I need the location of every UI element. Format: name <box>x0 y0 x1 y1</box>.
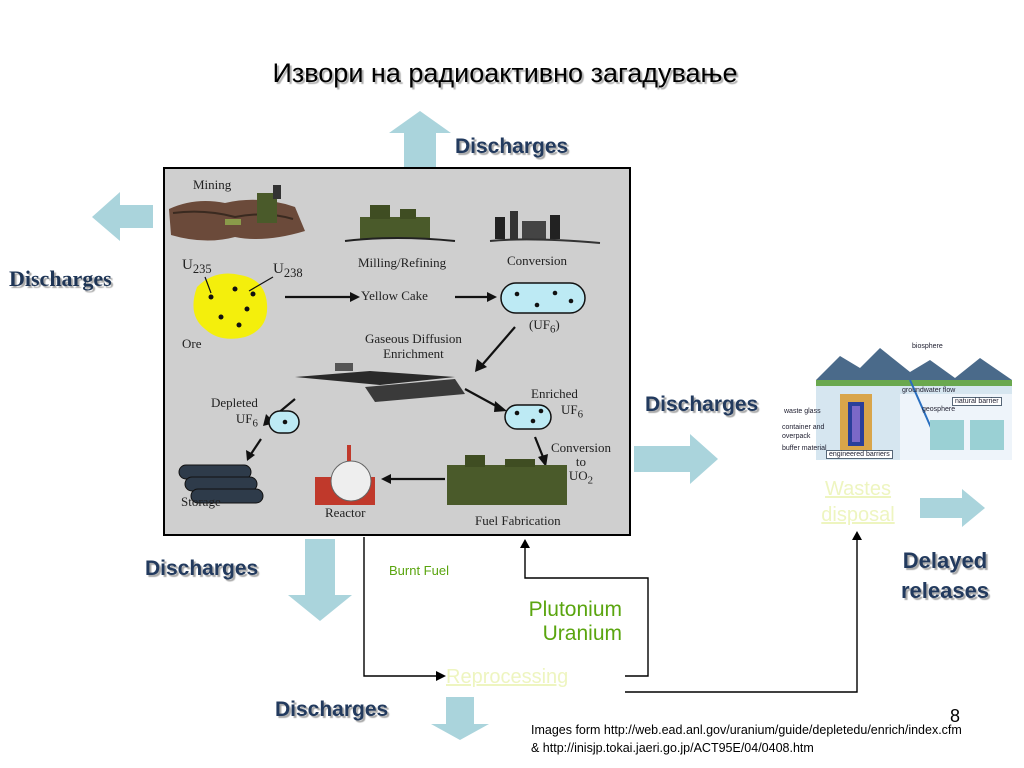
uf6-label: (UF6) <box>529 317 560 336</box>
diffusion-plant-icon <box>295 363 465 402</box>
ore-blob <box>193 273 268 339</box>
u238-label: U238 <box>273 261 303 280</box>
arrow-down-discharge <box>288 539 352 621</box>
line-pu-u-return <box>524 548 649 677</box>
conversion-label: Conversion <box>507 253 567 268</box>
storage-cylinders-icon <box>178 464 264 504</box>
reprocessing-label: Reprocessing <box>446 666 569 688</box>
discharges-bottom-label: Discharges <box>275 698 389 721</box>
discharges-left-label: Discharges <box>9 266 112 291</box>
conversion-plant-icon <box>489 211 601 244</box>
slide-title: Извори на радиоактивно загадување <box>272 58 738 88</box>
mining-label: Mining <box>193 177 232 192</box>
burnt-fuel-label: Burnt Fuel <box>389 563 449 578</box>
fuel-cycle-drawing <box>169 185 601 505</box>
natural-barrier-label: natural barrier <box>952 397 1002 406</box>
storage-label: Storage <box>181 494 221 509</box>
milling-icon <box>344 205 456 242</box>
milling-label: Milling/Refining <box>358 255 447 270</box>
discharges-top-label: Discharges <box>455 135 569 158</box>
uf6-capsule <box>500 282 586 314</box>
page-number: 8 <box>950 706 961 726</box>
ore-label: Ore <box>182 336 202 351</box>
engineered-barriers-label: engineered barriers <box>826 450 893 459</box>
line-burnt-fuel <box>363 537 436 677</box>
discharges-right-label: Discharges <box>645 393 759 416</box>
discharges-bottom-left-label: Discharges <box>145 557 259 580</box>
arrow-left-discharge <box>92 192 153 241</box>
arrow-down-reprocessing <box>431 697 489 740</box>
line-to-disposal <box>625 540 858 693</box>
repository-illustration: biosphere groundwater flow natural barri… <box>780 338 1012 460</box>
arrow-up-discharge <box>389 111 451 167</box>
fuel-cycle-diagram: Mining Milling/Refining Conversion U235 … <box>163 167 631 536</box>
biosphere-label: biosphere <box>912 343 943 350</box>
arrow-right-delayed <box>920 489 985 527</box>
buffer-material-label: buffer material <box>782 445 827 452</box>
waste-glass-label: waste glass <box>784 408 821 415</box>
geosphere-label: geosphere <box>922 406 956 413</box>
fuel-fabrication-icon <box>447 455 567 505</box>
u235-label: U235 <box>182 257 212 276</box>
groundwater-flow-label: groundwater flow <box>902 387 956 394</box>
repository-drawing <box>816 348 1012 460</box>
mining-icon <box>169 185 305 241</box>
arrow-right-repository <box>634 434 718 484</box>
image-credits: Images form http://web.ead.anl.gov/urani… <box>531 723 962 755</box>
fuel-fabrication-label: Fuel Fabrication <box>475 513 561 528</box>
reactor-label: Reactor <box>325 505 366 520</box>
reactor-icon <box>315 445 375 505</box>
yellow-cake-label: Yellow Cake <box>361 288 428 303</box>
